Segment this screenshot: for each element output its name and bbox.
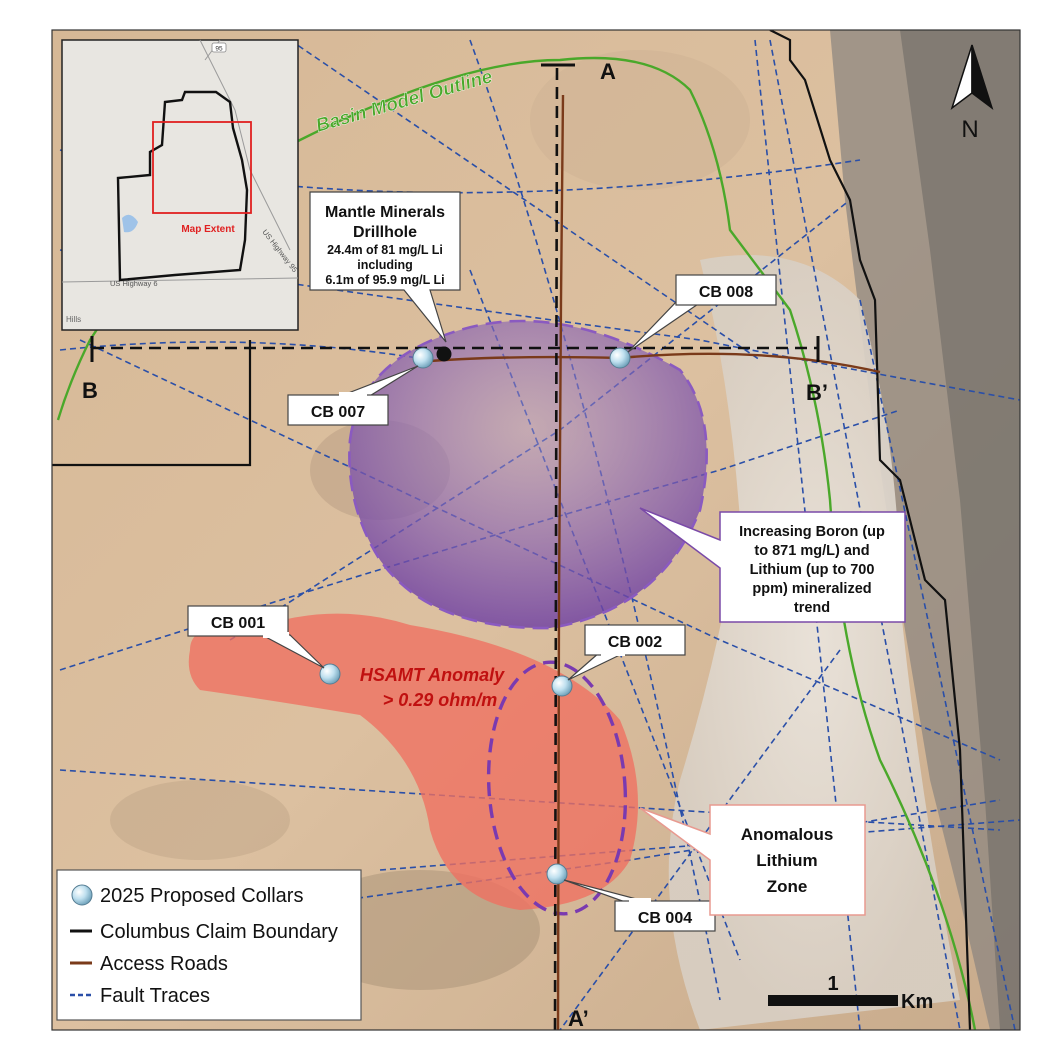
lithium-callout-line-1: Anomalous <box>741 825 834 844</box>
hsamt-label-line-2: > 0.29 ohm/m <box>383 690 498 710</box>
drillhole-callout: Mantle Minerals Drillhole 24.4m of 81 mg… <box>309 191 461 343</box>
legend-label: Fault Traces <box>100 985 210 1007</box>
section-label-a-prime: A’ <box>568 1006 589 1031</box>
collar-label: CB 002 <box>608 634 662 651</box>
legend-label: Columbus Claim Boundary <box>100 921 338 943</box>
lithium-zone-outline <box>486 660 628 916</box>
drillhole-line-3: 24.4m of 81 mg/L Li <box>327 243 443 257</box>
legend-collar-icon <box>71 884 93 906</box>
hsamt-label-line-1: HSAMT Anomaly <box>360 665 505 685</box>
section-label-b-prime: B’ <box>806 380 828 405</box>
inset-place-label: Hills <box>66 315 81 324</box>
boron-callout-line-1: Increasing Boron (up <box>739 524 885 540</box>
north-arrow-icon <box>950 44 994 111</box>
boron-lithium-trend <box>348 319 708 630</box>
collar-label: CB 007 <box>311 404 365 421</box>
claim-boundary <box>52 30 972 1030</box>
inset-lake <box>122 214 138 233</box>
scale-unit: Km <box>901 991 933 1013</box>
legend: 2025 Proposed Collars Columbus Claim Bou… <box>56 869 362 1021</box>
boron-trend-callout: Increasing Boron (up to 871 mg/L) and Li… <box>639 507 906 623</box>
collar-label: CB 004 <box>638 910 692 927</box>
legend-label: Access Roads <box>100 953 228 975</box>
collar-cb-007[interactable]: CB 007 <box>287 347 434 426</box>
inset-claim-outline <box>116 90 249 282</box>
collar-cb-008[interactable]: CB 008 <box>609 274 777 369</box>
section-label-a: A <box>600 59 616 84</box>
drillhole-line-1: Mantle Minerals <box>325 204 445 221</box>
route-shield-icon <box>211 42 227 53</box>
boron-callout-line-2: to 871 mg/L) and <box>754 543 869 559</box>
collar-cb-004[interactable]: CB 004 <box>546 863 716 932</box>
lithium-callout-line-3: Zone <box>767 877 808 896</box>
collar-cb-002[interactable]: CB 002 <box>551 624 686 697</box>
legend-label: 2025 Proposed Collars <box>100 885 303 907</box>
boron-callout-line-5: trend <box>794 600 830 616</box>
inset-road-label-2: US Highway 6 <box>110 279 158 288</box>
drillhole-line-5: 6.1m of 95.9 mg/L Li <box>325 273 444 287</box>
boron-callout-line-4: ppm) mineralized <box>752 581 871 597</box>
lithium-zone-callout: Anomalous Lithium Zone <box>639 804 866 916</box>
drillhole-marker <box>436 346 452 362</box>
inset-map: Map Extent US Highway 95 US Highway 6 Hi… <box>61 39 299 331</box>
scale-bar: 1 Km <box>768 973 933 1013</box>
inset-extent-label: Map Extent <box>181 224 235 235</box>
scale-value: 1 <box>827 973 838 995</box>
boron-callout-line-3: Lithium (up to 700 <box>750 562 875 578</box>
drillhole-line-4: including <box>357 258 413 272</box>
drillhole-line-2: Drillhole <box>353 224 417 241</box>
collar-cb-001[interactable]: CB 001 <box>187 605 341 685</box>
lithium-callout-line-2: Lithium <box>756 851 817 870</box>
section-label-b: B <box>82 378 98 403</box>
inset-map-extent <box>152 121 252 214</box>
hsamt-anomaly <box>188 613 638 910</box>
collar-label: CB 001 <box>211 615 265 632</box>
collar-label: CB 008 <box>699 284 753 301</box>
inset-route-shield: 95 <box>215 46 223 53</box>
north-label: N <box>961 116 978 143</box>
